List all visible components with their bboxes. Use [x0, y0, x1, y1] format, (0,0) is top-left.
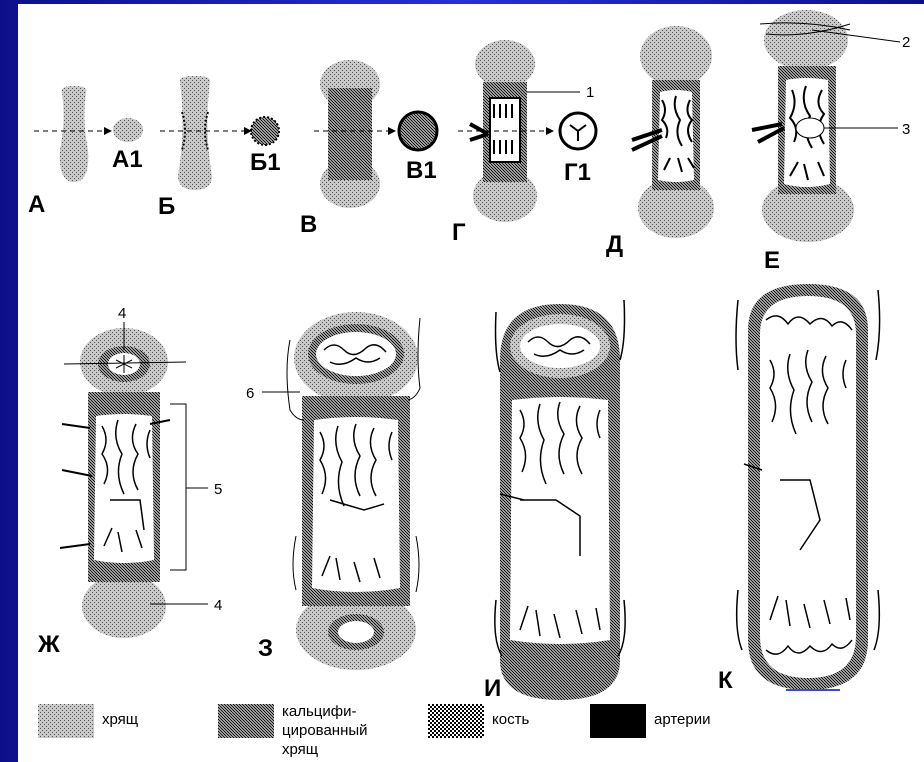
label-d: Д	[606, 231, 623, 258]
stage-zh-model	[60, 322, 208, 638]
label-g: Г	[452, 219, 466, 246]
legend-cartilage: хрящ	[102, 711, 138, 728]
label-k: К	[718, 667, 733, 694]
label-a: А	[28, 191, 45, 218]
legend-calcified-2: цированный	[282, 722, 368, 739]
label-i: И	[484, 675, 501, 702]
stage-v-model	[314, 60, 437, 208]
legend-swatch-calcified	[218, 704, 274, 738]
callout-6: 6	[246, 385, 254, 402]
legend-swatch-arteries	[590, 704, 646, 738]
label-g1: Г1	[564, 159, 591, 186]
legend-arteries: артерии	[654, 711, 711, 728]
legend-bone: кость	[492, 711, 529, 728]
stage-k-model	[736, 284, 880, 690]
callout-1: 1	[586, 84, 594, 101]
label-b1: Б1	[250, 149, 281, 176]
callout-3: 3	[902, 121, 910, 138]
callout-4-bottom: 4	[214, 597, 222, 614]
stage-e-model	[752, 10, 900, 242]
legend-swatch-bone	[428, 704, 484, 738]
legend-calcified-1: кальцифи-	[282, 703, 357, 720]
stage-d-model	[632, 26, 714, 238]
callout-2: 2	[902, 34, 910, 51]
label-v: В	[300, 211, 317, 238]
legend-swatch-cartilage	[38, 704, 94, 738]
stage-i-model	[495, 300, 625, 700]
label-a1: А1	[112, 146, 143, 173]
stage-z-model	[262, 312, 420, 670]
label-v1: В1	[406, 157, 437, 184]
label-zh: Ж	[37, 631, 60, 658]
stage-g-model	[458, 40, 596, 222]
label-b: Б	[158, 193, 175, 220]
callout-5: 5	[214, 481, 222, 498]
label-z: З	[258, 635, 273, 662]
callout-4-top: 4	[118, 305, 126, 322]
legend: хрящ кальцифи- цированный хрящ кость арт…	[38, 703, 711, 758]
legend-calcified-3: хрящ	[282, 741, 318, 758]
label-e: Е	[764, 247, 780, 274]
